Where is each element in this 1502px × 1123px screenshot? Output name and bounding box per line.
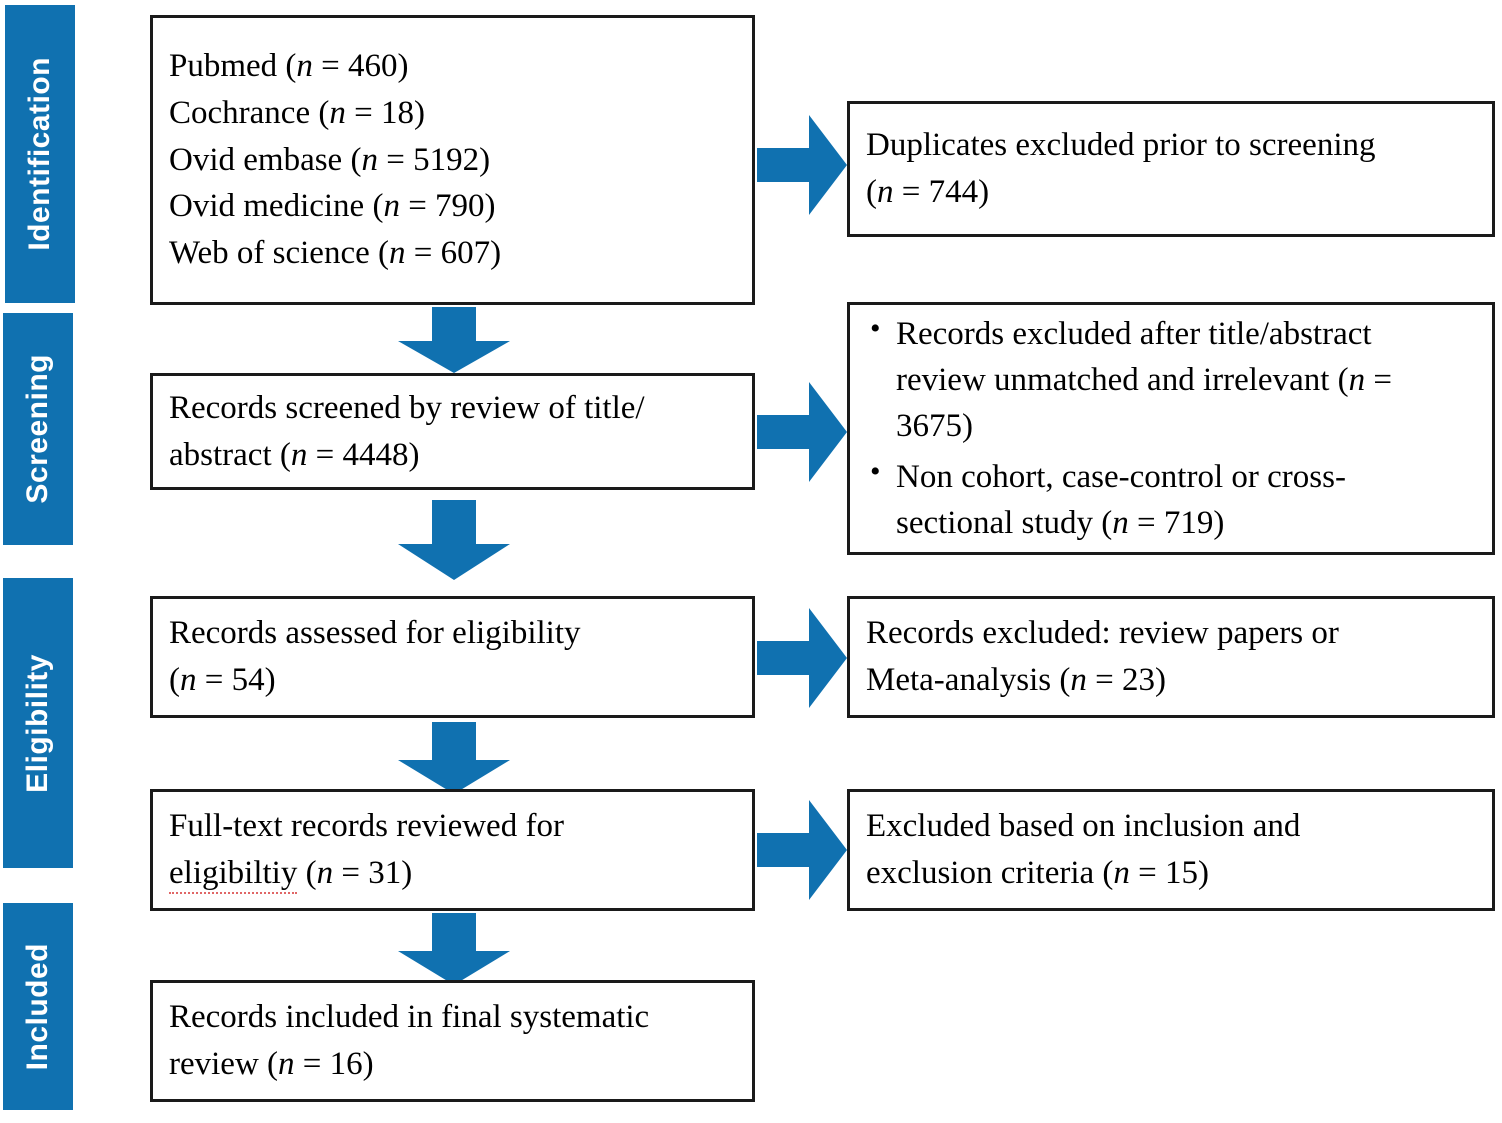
box-duplicates-excluded-line-2: (n = 744) xyxy=(866,174,990,210)
stage-bar-screening: Screening xyxy=(3,313,73,545)
box-duplicates-excluded-line-1: Duplicates excluded prior to screening xyxy=(866,127,1376,164)
bullet-1-line-2: review unmatched and irrelevant (n = xyxy=(896,362,1392,399)
box-duplicates-excluded: Duplicates excluded prior to screening (… xyxy=(847,101,1495,237)
stage-label-screening: Screening xyxy=(21,354,54,504)
stage-bar-included: Included xyxy=(3,903,73,1110)
box-included-final: Records included in final systematic rev… xyxy=(150,980,755,1102)
stage-bar-identification: Identification xyxy=(5,5,75,303)
bullet-2-line-2: sectional study (n = 719) xyxy=(896,504,1225,541)
box-included-final-line-1: Records included in final systematic xyxy=(169,999,650,1036)
box-assessed-eligibility-line-2: (n = 54) xyxy=(169,662,276,698)
box-records-screened-line-1: Records screened by review of title/ xyxy=(169,389,645,426)
stage-bar-eligibility: Eligibility xyxy=(3,578,73,868)
bullet-1-line-3: 3675) xyxy=(896,408,973,445)
arrow-down-icon-3 xyxy=(398,722,510,794)
box-records-screened: Records screened by review of title/ abs… xyxy=(150,373,755,490)
list-item: Non cohort, case-control or cross- secti… xyxy=(870,453,1478,546)
box-sources-line-2: Cochrance (n = 18) xyxy=(169,94,425,131)
arrow-right-icon-1 xyxy=(757,115,847,215)
arrow-down-icon-2 xyxy=(398,500,510,580)
stage-label-eligibility: Eligibility xyxy=(21,653,54,793)
arrow-right-icon-4 xyxy=(757,800,847,900)
bullet-1-line-1: Records excluded after title/abstract xyxy=(896,316,1372,353)
screening-excluded-list: Records excluded after title/abstract re… xyxy=(850,310,1492,546)
box-eligibility-excluded: Records excluded: review papers or Meta-… xyxy=(847,596,1495,718)
box-sources: Pubmed (n = 460) Cochrance (n = 18) Ovid… xyxy=(150,15,755,305)
stage-label-identification: Identification xyxy=(23,57,56,251)
box-eligibility-excluded-line-1: Records excluded: review papers or xyxy=(866,615,1339,652)
box-fulltext-reviewed-line-2: eligibiltiy (n = 31) xyxy=(169,850,736,897)
box-included-final-line-2: review (n = 16) xyxy=(169,1046,374,1082)
stage-label-included: Included xyxy=(21,942,54,1071)
box-fulltext-reviewed-line-1: Full-text records reviewed for xyxy=(169,808,564,845)
list-item: Records excluded after title/abstract re… xyxy=(870,310,1478,450)
box-screening-excluded: Records excluded after title/abstract re… xyxy=(847,302,1495,555)
box-assessed-eligibility-line-1: Records assessed for eligibility xyxy=(169,615,581,652)
box-records-screened-line-2: abstract (n = 4448) xyxy=(169,436,420,473)
arrow-down-icon-4 xyxy=(398,913,510,985)
misspelled-word: eligibiltiy xyxy=(169,855,298,894)
bullet-2-line-1: Non cohort, case-control or cross- xyxy=(896,458,1346,495)
arrow-right-icon-3 xyxy=(757,608,847,708)
box-eligibility-excluded-line-2: Meta-analysis (n = 23) xyxy=(866,662,1166,698)
arrow-right-icon-2 xyxy=(757,382,847,482)
box-fulltext-reviewed: Full-text records reviewed for eligibilt… xyxy=(150,789,755,911)
box-sources-line-3: Ovid embase (n = 5192) xyxy=(169,141,491,178)
arrow-down-icon-1 xyxy=(398,307,510,373)
box-fulltext-excluded: Excluded based on inclusion and exclusio… xyxy=(847,789,1495,911)
box-sources-line-4: Ovid medicine (n = 790) xyxy=(169,188,496,225)
box-fulltext-excluded-line-1: Excluded based on inclusion and xyxy=(866,808,1301,845)
box-assessed-eligibility: Records assessed for eligibility (n = 54… xyxy=(150,596,755,718)
box-sources-line-1: Pubmed (n = 460) xyxy=(169,47,409,84)
box-fulltext-excluded-line-2: exclusion criteria (n = 15) xyxy=(866,855,1209,891)
box-sources-line-5: Web of science (n = 607) xyxy=(169,235,502,272)
